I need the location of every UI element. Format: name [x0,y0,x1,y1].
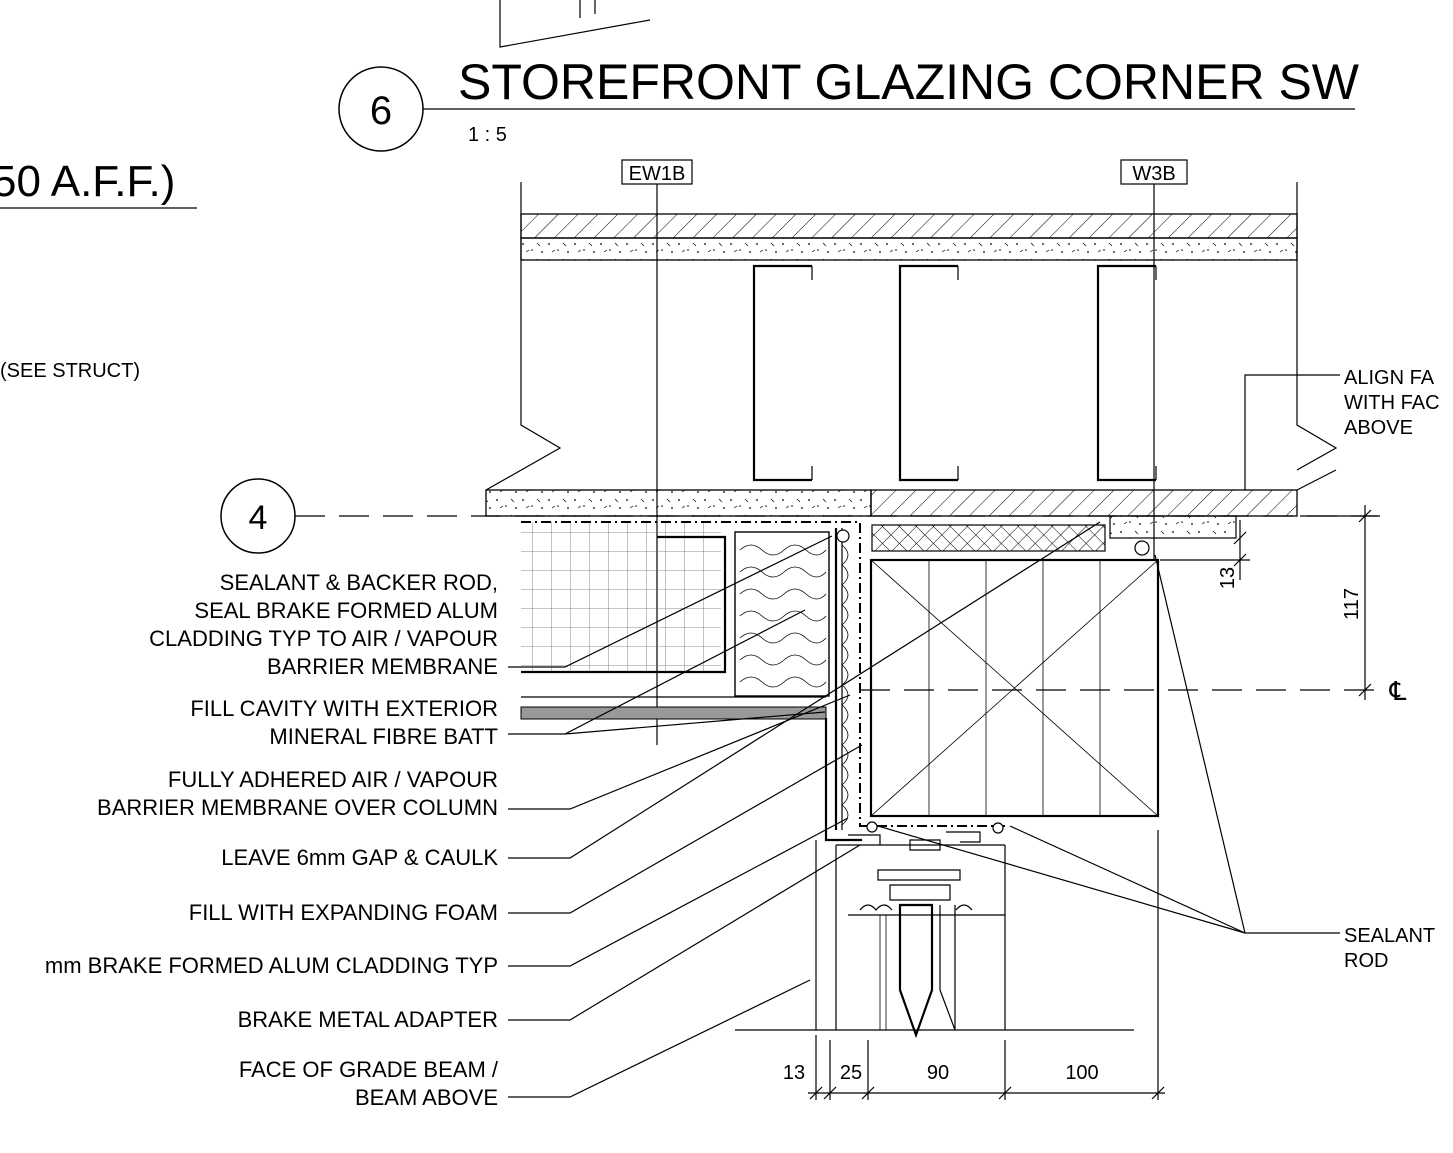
note-leave-gap: LEAVE 6mm GAP & CAULK [221,845,498,870]
wall-tag-w3b: W3B [1120,159,1188,560]
note-line: BEAM ABOVE [355,1085,498,1110]
note-line: SEALANT & BACKER ROD, [220,570,498,595]
note-line: SEAL BRAKE FORMED ALUM [194,598,498,623]
steel-column [860,558,1380,818]
note-line: BRAKE METAL ADAPTER [238,1007,498,1032]
storefront-mullion [735,821,1134,1039]
dim-25: 25 [840,1062,862,1084]
note-line: SEALANT [1344,925,1435,947]
detail-scale: 1 : 5 [468,124,507,146]
note-align-face: ALIGN FA WITH FAC ABOVE [1344,367,1440,439]
wall-tag-ew1b-label: EW1B [629,163,686,185]
previous-detail-title-fragment: 50 A.F.F.) (SEE STRUCT) [0,157,197,382]
detail-title: STOREFRONT GLAZING CORNER SW [458,54,1360,110]
sill-blocking [1109,515,1237,539]
leader-lines [508,521,1101,1098]
note-face-of-grade-beam: FACE OF GRADE BEAM / BEAM ABOVE [239,1057,499,1110]
dim-13-vertical: 13 [1217,567,1239,589]
bottom-dimension-string: 13 25 90 100 [783,830,1165,1100]
note-line: FILL WITH EXPANDING FOAM [189,900,498,925]
grid-bubble-label: 4 [249,499,268,537]
note-line: CLADDING TYP TO AIR / VAPOUR [149,626,498,651]
note-line: FACE OF GRADE BEAM / [239,1057,499,1082]
detail-number: 6 [370,89,392,133]
see-struct-note: (SEE STRUCT) [0,360,140,382]
note-expanding-foam: FILL WITH EXPANDING FOAM [189,900,498,925]
note-line: BARRIER MEMBRANE [267,654,498,679]
note-brake-adapter: BRAKE METAL ADAPTER [238,1007,498,1032]
left-title-fragment: 50 A.F.F.) [0,157,175,206]
note-line: ROD [1344,950,1388,972]
mineral-fibre-batt [734,531,830,697]
note-line: ABOVE [1344,417,1413,439]
note-line: MINERAL FIBRE BATT [269,724,498,749]
dim-100: 100 [1065,1062,1098,1084]
note-line: WITH FAC [1344,392,1440,414]
wall-assembly-above [485,182,1338,517]
side-dimensions: 13 117 ℄ [1160,505,1407,706]
note-brake-cladding: mm BRAKE FORMED ALUM CLADDING TYP [45,953,498,978]
wall-tag-w3b-label: W3B [1132,163,1175,185]
note-line: BARRIER MEMBRANE OVER COLUMN [97,795,498,820]
note-sealant-rod: SEALANT ROD [1344,925,1435,972]
right-leader-lines [877,374,1340,934]
detail-title-block: 6 STOREFRONT GLAZING CORNER SW 1 : 5 [338,0,1360,152]
dim-90: 90 [927,1062,949,1084]
note-fully-adhered-membrane: FULLY ADHERED AIR / VAPOUR BARRIER MEMBR… [97,767,498,820]
note-line: mm BRAKE FORMED ALUM CLADDING TYP [45,953,498,978]
dim-117: 117 [1341,588,1363,620]
note-sealant-backer-rod: SEALANT & BACKER ROD, SEAL BRAKE FORMED … [149,570,498,679]
note-fill-cavity: FILL CAVITY WITH EXTERIOR MINERAL FIBRE … [190,696,498,749]
note-line: ALIGN FA [1344,367,1435,389]
note-line: FULLY ADHERED AIR / VAPOUR [168,767,498,792]
dim-13: 13 [783,1062,805,1084]
rigid-insulation [871,524,1106,552]
note-line: LEAVE 6mm GAP & CAULK [221,845,498,870]
centerline-symbol: ℄ [1389,676,1407,706]
column-cladding-assembly [520,521,1005,842]
backer-rod-upper [1134,540,1150,556]
note-line: FILL CAVITY WITH EXTERIOR [190,696,498,721]
